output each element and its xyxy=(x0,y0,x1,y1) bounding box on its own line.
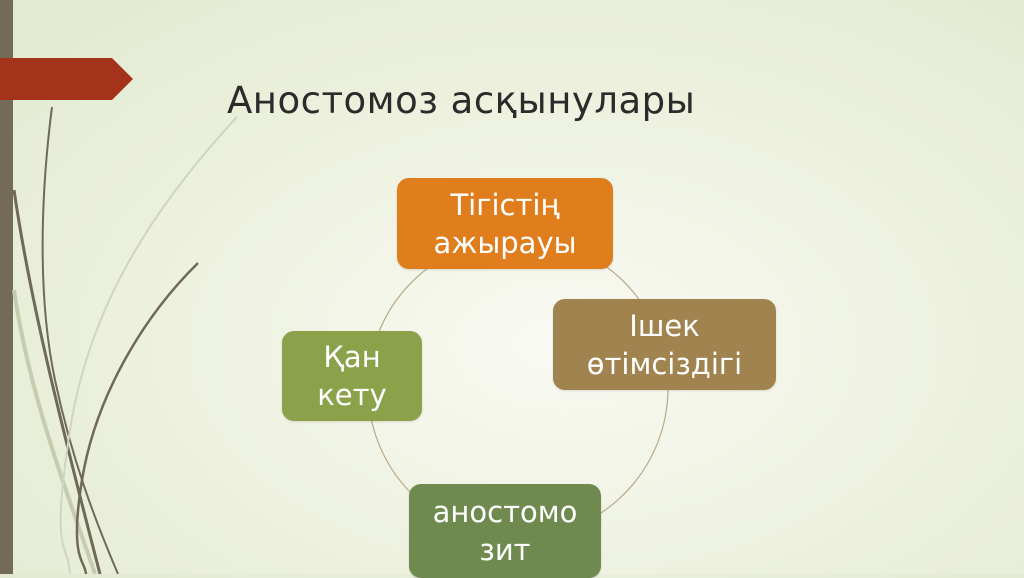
left-accent-bar xyxy=(0,0,13,574)
cycle-node-suture-dehiscence: Тігістің ажырауы xyxy=(397,178,613,269)
title-arrow-banner xyxy=(0,58,133,100)
cycle-node-bleeding: Қан кету xyxy=(282,331,422,421)
node-text-line: Ішек xyxy=(629,308,700,343)
node-text-line: өтімсіздігі xyxy=(586,346,743,381)
node-text-line: ажырауы xyxy=(433,225,577,260)
cycle-node-anastomositis: аностомо зит xyxy=(409,484,601,578)
decorative-curves xyxy=(12,106,238,574)
node-text-line: кету xyxy=(317,378,387,412)
cycle-node-bowel-obstruction: Ішек өтімсіздігі xyxy=(553,299,776,390)
node-text-line: зит xyxy=(479,533,531,567)
node-text-line: аностомо xyxy=(432,495,578,529)
slide-title: Аностомоз асқынулары xyxy=(227,78,696,122)
node-text-line: Тігістің xyxy=(450,187,560,222)
node-text-line: Қан xyxy=(323,340,381,374)
